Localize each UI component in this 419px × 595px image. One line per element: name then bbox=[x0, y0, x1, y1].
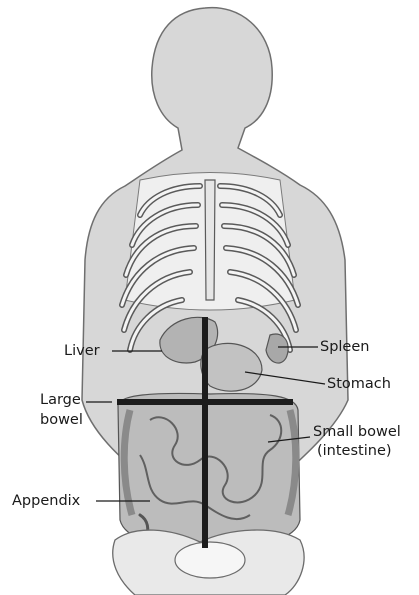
label-large-bowel-line2: bowel bbox=[40, 412, 83, 429]
label-small-bowel-line1: Small bowel bbox=[313, 424, 401, 441]
label-appendix: Appendix bbox=[12, 493, 80, 510]
label-liver: Liver bbox=[64, 343, 100, 360]
label-spleen: Spleen bbox=[320, 339, 369, 356]
label-small-bowel-line2: (intestine) bbox=[317, 443, 392, 460]
spleen-organ bbox=[266, 334, 288, 363]
label-large-bowel-line1: Large bbox=[40, 392, 81, 409]
pelvis bbox=[113, 530, 304, 595]
label-stomach: Stomach bbox=[327, 376, 391, 393]
